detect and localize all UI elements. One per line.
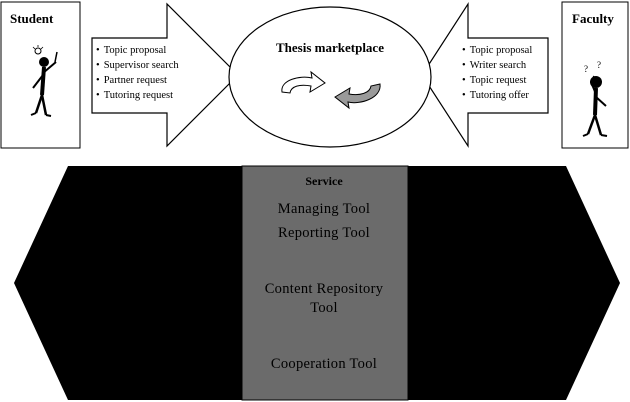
cycle-arrows-icon: [281, 70, 381, 110]
student-bullet-list: Topic proposal Supervisor search Partner…: [96, 43, 179, 103]
service-column: Service Managing Tool Reporting Tool Con…: [242, 166, 406, 400]
student-stick-figure-icon: [30, 45, 58, 117]
faculty-box: [561, 1, 629, 149]
marketplace-ellipse: [228, 6, 432, 148]
student-box: [0, 1, 81, 149]
marketplace-title: Thesis marketplace: [276, 40, 384, 55]
faculty-item: Tutoring offer: [462, 88, 532, 103]
student-item: Topic proposal: [96, 43, 179, 58]
faculty-stick-figure-icon: ? ?: [582, 60, 608, 137]
svg-text:?: ?: [584, 64, 588, 74]
student-title: Student: [10, 11, 54, 26]
service-tool-reporting: Reporting Tool: [278, 225, 370, 241]
student-item: Tutoring request: [96, 88, 179, 103]
faculty-item: Topic proposal: [462, 43, 533, 58]
faculty-title: Faculty: [572, 11, 614, 26]
student-item: Partner request: [96, 73, 179, 88]
faculty-bullet-list: Topic proposal Writer search Topic reque…: [462, 43, 533, 103]
service-tool-managing: Managing Tool: [277, 201, 371, 217]
svg-text:?: ?: [597, 60, 601, 70]
service-panel: [241, 165, 409, 401]
service-tool-content-repository: Content Repository Tool: [264, 281, 384, 316]
right-hexagon-half: [408, 166, 620, 400]
student-item: Supervisor search: [96, 58, 179, 73]
service-tool-cooperation: Cooperation Tool: [270, 356, 378, 372]
faculty-item: Topic request: [462, 73, 532, 88]
faculty-item: Writer search: [462, 58, 532, 73]
service-heading: Service: [305, 174, 343, 188]
left-hexagon-half: [14, 166, 242, 400]
